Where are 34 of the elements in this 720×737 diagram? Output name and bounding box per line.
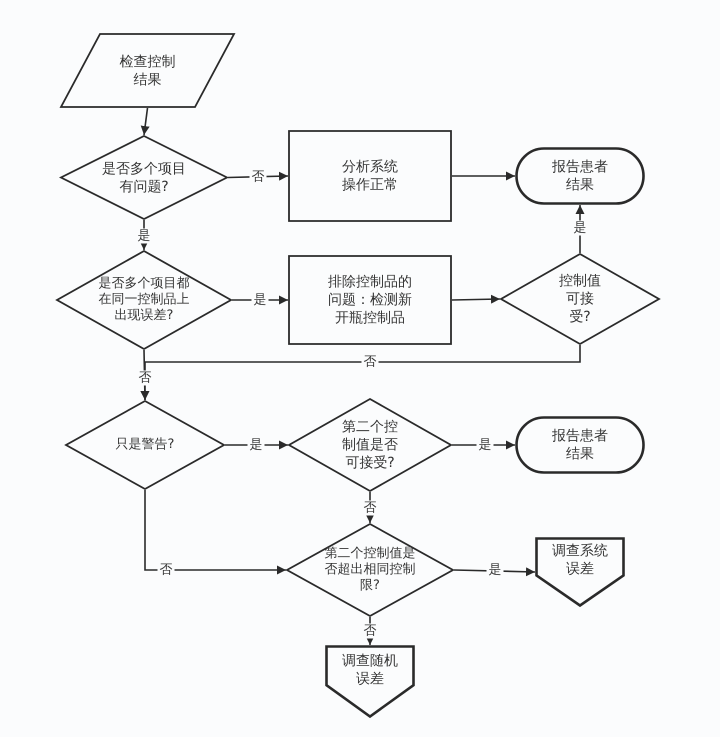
edge-label: 是 — [572, 220, 588, 236]
edge-label: 是 — [476, 438, 494, 452]
arrow — [452, 440, 515, 450]
offpage-connector: 调查随机误差 — [325, 645, 415, 718]
process-box: 排除控制品的问题：检测新开瓶控制品 — [288, 255, 452, 345]
edge-label: 否 — [250, 170, 266, 184]
arrow — [144, 490, 286, 574]
edge-label: 否 — [158, 562, 174, 578]
edge-label: 否 — [136, 370, 154, 386]
edge-label: 是 — [248, 438, 264, 452]
decision-diamond: 第二个控制值是否超出相同控制限? — [286, 523, 454, 617]
edge-label: 否 — [362, 354, 378, 370]
decision-diamond: 第二个控制值是否可接受? — [288, 398, 452, 492]
arrow — [232, 296, 288, 304]
edge-label: 是 — [136, 228, 152, 244]
offpage-connector: 调查系统误差 — [535, 537, 625, 607]
edge-label: 是 — [486, 562, 504, 578]
edge-label: 否 — [362, 624, 378, 638]
arrow — [454, 567, 536, 576]
arrow — [452, 172, 515, 180]
input-parallelogram: 检查控制结果 — [60, 33, 235, 108]
process-box: 分析系统操作正常 — [288, 130, 452, 222]
arrow — [228, 172, 288, 181]
arrow — [452, 294, 500, 304]
arrow — [140, 108, 150, 136]
edge-label: 是 — [252, 292, 268, 308]
decision-diamond: 是否多个项目有问题? — [60, 135, 228, 220]
decision-diamond: 控制值可接受? — [500, 253, 660, 345]
edge-label: 否 — [362, 500, 378, 516]
decision-diamond: 是否多个项目都在同一控制品上出现误差? — [56, 250, 232, 350]
decision-diamond: 只是警告? — [65, 400, 225, 490]
arrow — [225, 440, 288, 450]
terminal-box: 报告患者结果 — [515, 147, 645, 205]
terminal-box: 报告患者结果 — [515, 416, 645, 474]
